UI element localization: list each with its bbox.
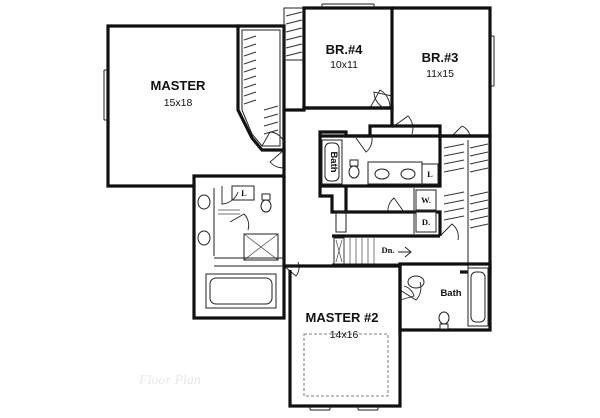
dryer-label: D.	[422, 217, 430, 227]
br4-dims: 10x11	[330, 59, 358, 71]
bath-right-label: Bath	[440, 288, 461, 299]
master-name: MASTER	[151, 78, 207, 93]
master2-dims: 14x16	[330, 329, 359, 341]
bedroom-3[interactable]: BR.#3 11x15	[392, 6, 495, 138]
watermark: Floor Plan	[138, 373, 201, 388]
master-bedroom[interactable]: MASTER 15x18	[103, 24, 286, 188]
master-linen-label: L	[241, 188, 247, 198]
br3-dims: 11x15	[426, 68, 454, 80]
master-closet	[238, 24, 286, 150]
bedroom-4[interactable]: BR.#4 10x11	[302, 3, 394, 110]
stairs[interactable]: Dn.	[332, 234, 440, 265]
stair-label: Dn.	[382, 245, 395, 255]
laundry[interactable]: W. D.	[335, 186, 442, 236]
master-bath[interactable]: L	[192, 185, 286, 320]
br4-name: BR.#4	[326, 42, 364, 57]
br3-closets	[439, 134, 492, 274]
master-2-bedroom[interactable]: MASTER #2 14x16	[284, 264, 415, 411]
center-bath[interactable]: Bath L	[320, 134, 442, 188]
shaft	[283, 7, 305, 61]
washer-label: W.	[421, 195, 431, 205]
br3-name: BR.#3	[422, 50, 459, 65]
bath-center-label: Bath	[328, 151, 339, 172]
linen-label: L	[427, 169, 433, 179]
right-bath[interactable]: Bath	[398, 262, 492, 332]
master2-name: MASTER #2	[306, 310, 379, 325]
master-dims: 15x18	[164, 97, 193, 109]
